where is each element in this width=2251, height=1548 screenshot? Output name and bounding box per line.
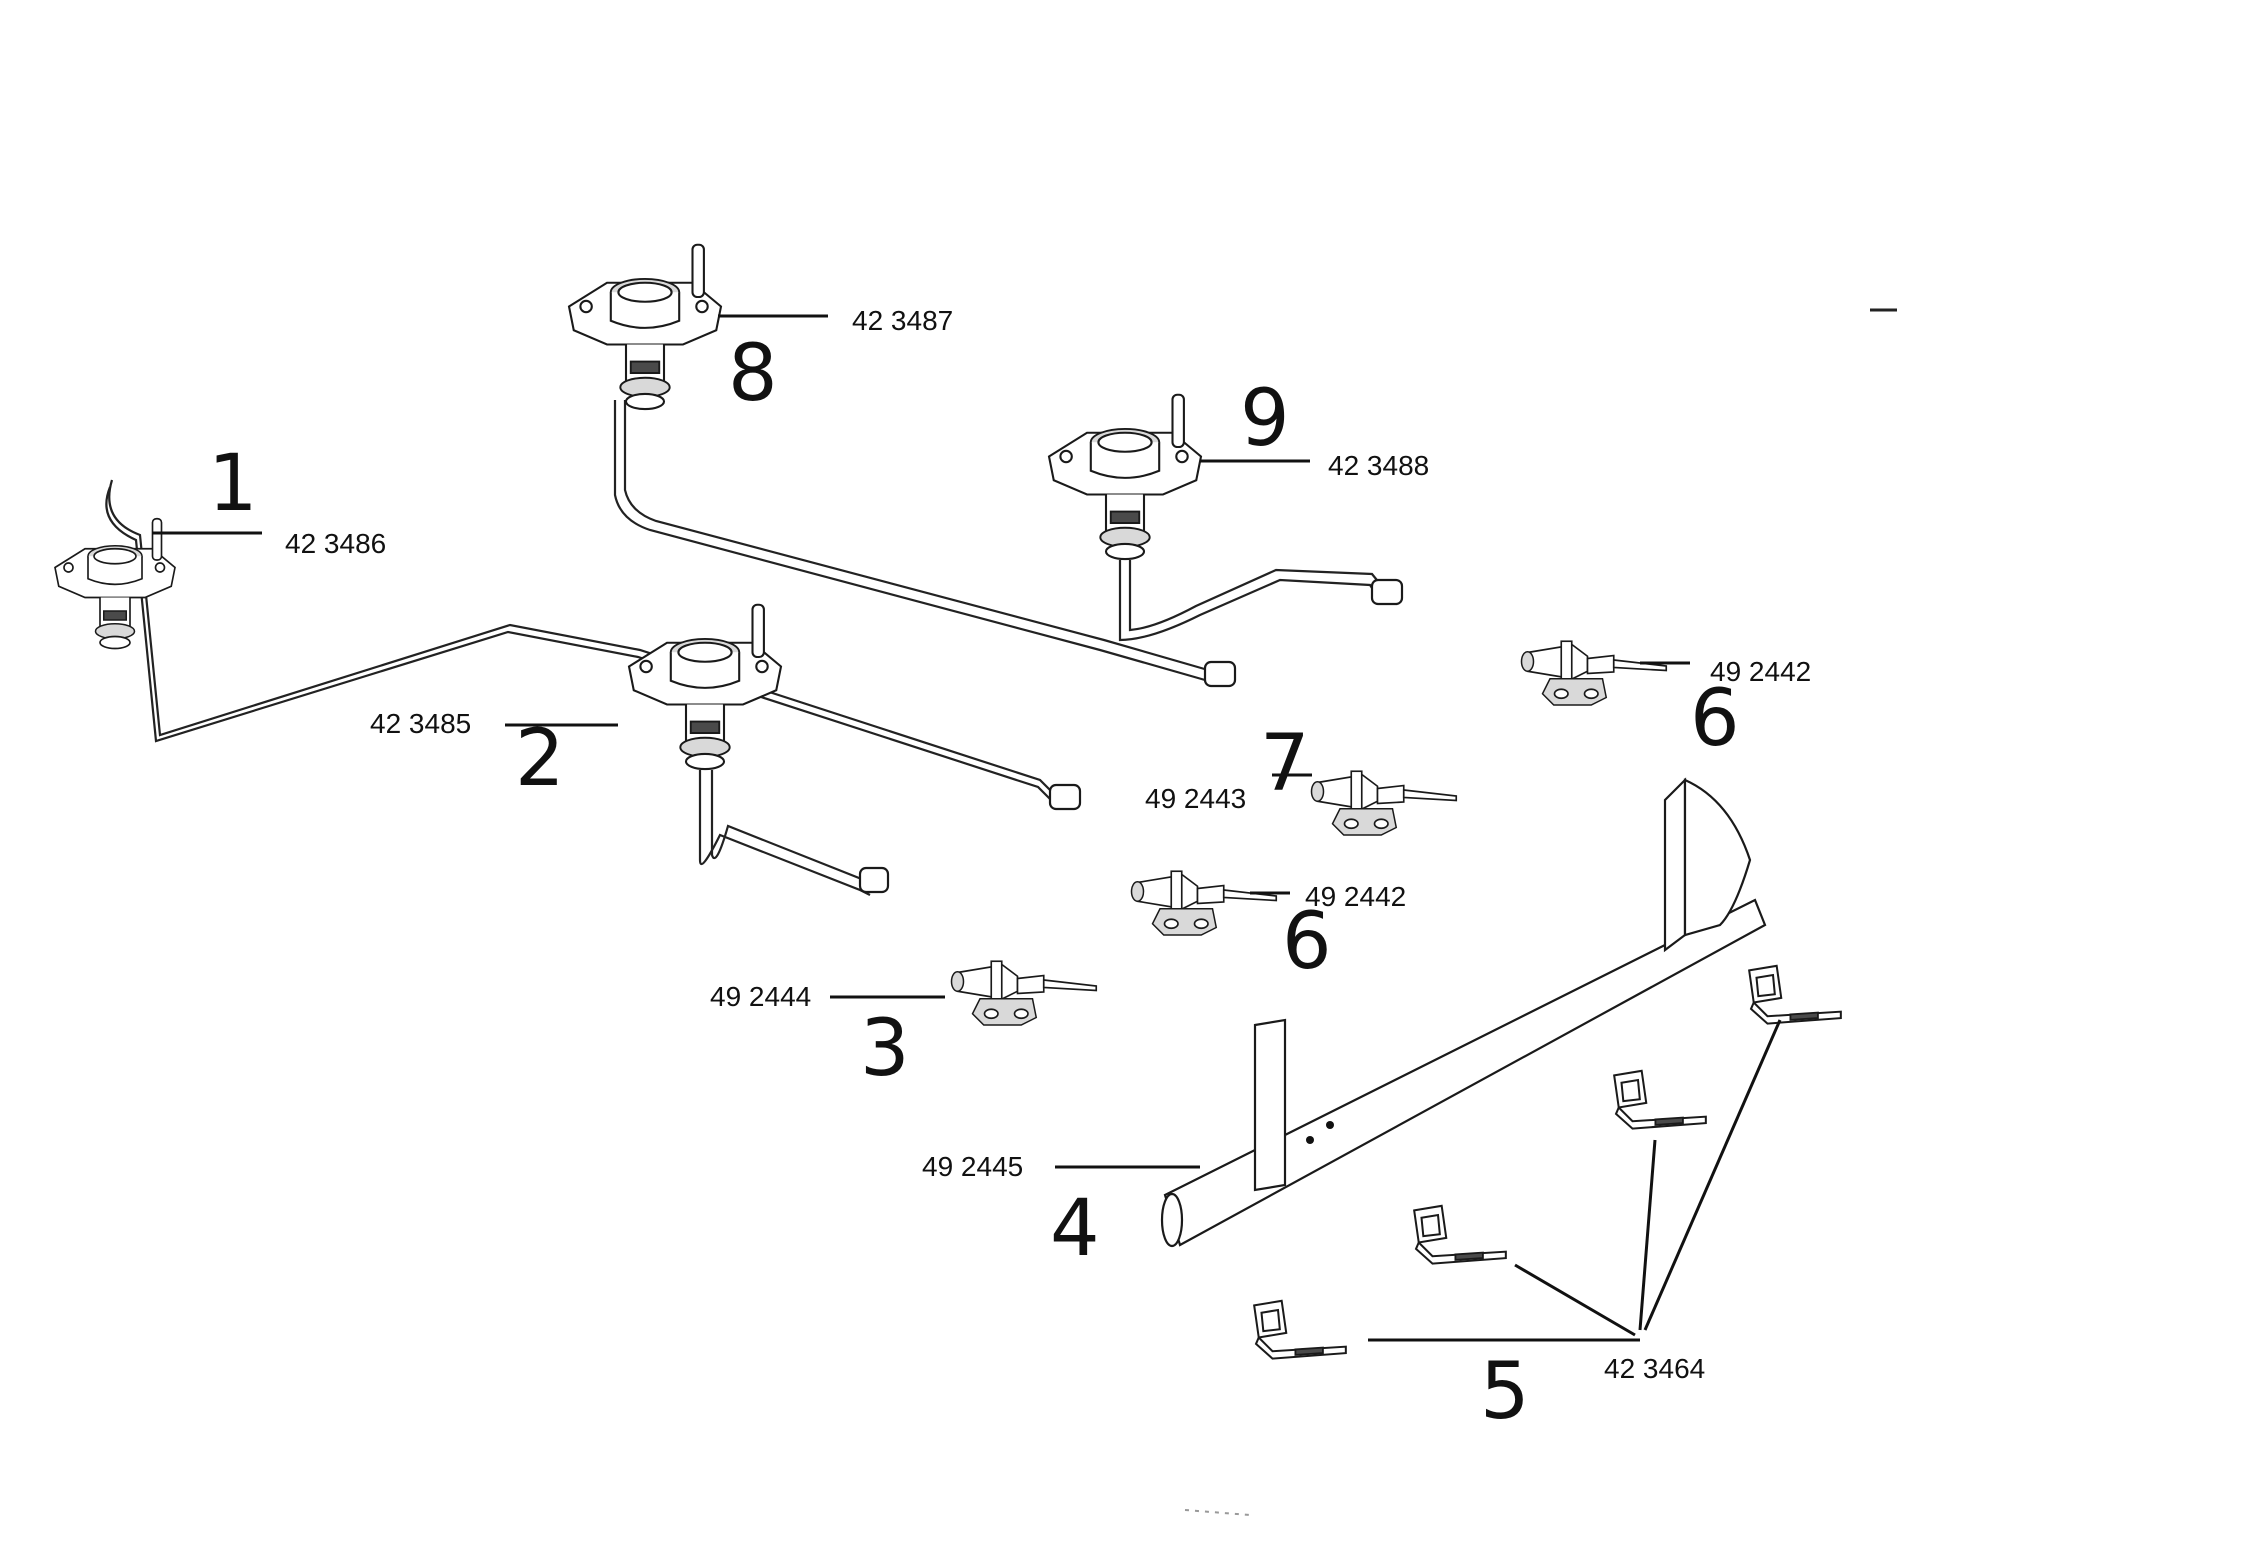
mounting-clip-icon (1253, 1299, 1347, 1360)
part-number: 49 2442 (1305, 881, 1406, 912)
callout-number: 7 (1260, 719, 1310, 809)
mounting-clip-icon (1613, 1069, 1707, 1130)
gas-valve-icon (1520, 640, 1668, 706)
burner-valve-icon (1047, 393, 1203, 561)
part-number: 42 3464 (1604, 1353, 1705, 1384)
callout-number: 1 (208, 439, 258, 529)
gas-pipe-1b (105, 486, 1059, 808)
pipe-fitting (1048, 783, 1082, 811)
part-number: 42 3488 (1328, 450, 1429, 481)
leader-line (1514, 1263, 1636, 1337)
part-number: 42 3487 (852, 305, 953, 336)
part-number: 42 3486 (285, 528, 386, 559)
gas-pipe-8 (613, 400, 1206, 682)
callout-number: 6 (1690, 674, 1740, 764)
mounting-clip-icon (1748, 964, 1842, 1025)
part-number: 49 2444 (710, 981, 811, 1012)
gas-valve-icon (1310, 770, 1458, 836)
burner-valve-icon (54, 517, 176, 650)
leader-line (1638, 1139, 1657, 1331)
gas-pipe-9b (1128, 560, 1386, 632)
gas-pipe-2 (698, 770, 871, 896)
part-number: 49 2442 (1710, 656, 1811, 687)
mounting-clip-icon (1413, 1204, 1507, 1265)
gas-valve-icon (1130, 870, 1278, 936)
scan-mark (1184, 1509, 1251, 1516)
burner-valve-icon (627, 603, 783, 771)
gas-pipe-2b (710, 770, 873, 886)
callout-number: 3 (860, 1004, 910, 1094)
callout-number: 9 (1240, 374, 1290, 464)
callout-number: 4 (1050, 1184, 1100, 1274)
pipe-fitting (858, 866, 890, 894)
callout-number: 6 (1282, 897, 1332, 987)
part-number: 42 3485 (370, 708, 471, 739)
pipe-fitting (1370, 578, 1404, 606)
callout-number: 8 (728, 329, 778, 419)
part-number: 49 2445 (922, 1151, 1023, 1182)
part-number: 49 2443 (1145, 783, 1246, 814)
leader-line (1643, 1019, 1782, 1331)
manifold-pipe-icon (1160, 777, 1767, 1248)
callout-number: 5 (1480, 1347, 1530, 1437)
gas-valve-icon (950, 960, 1098, 1026)
pipe-fitting (1203, 660, 1237, 688)
callout-number: 2 (515, 714, 565, 804)
burner-valve-icon (567, 243, 723, 411)
gas-pipe-1 (108, 479, 1061, 801)
gas-pipe-8b (623, 400, 1209, 672)
gas-pipe-9 (1118, 560, 1381, 642)
